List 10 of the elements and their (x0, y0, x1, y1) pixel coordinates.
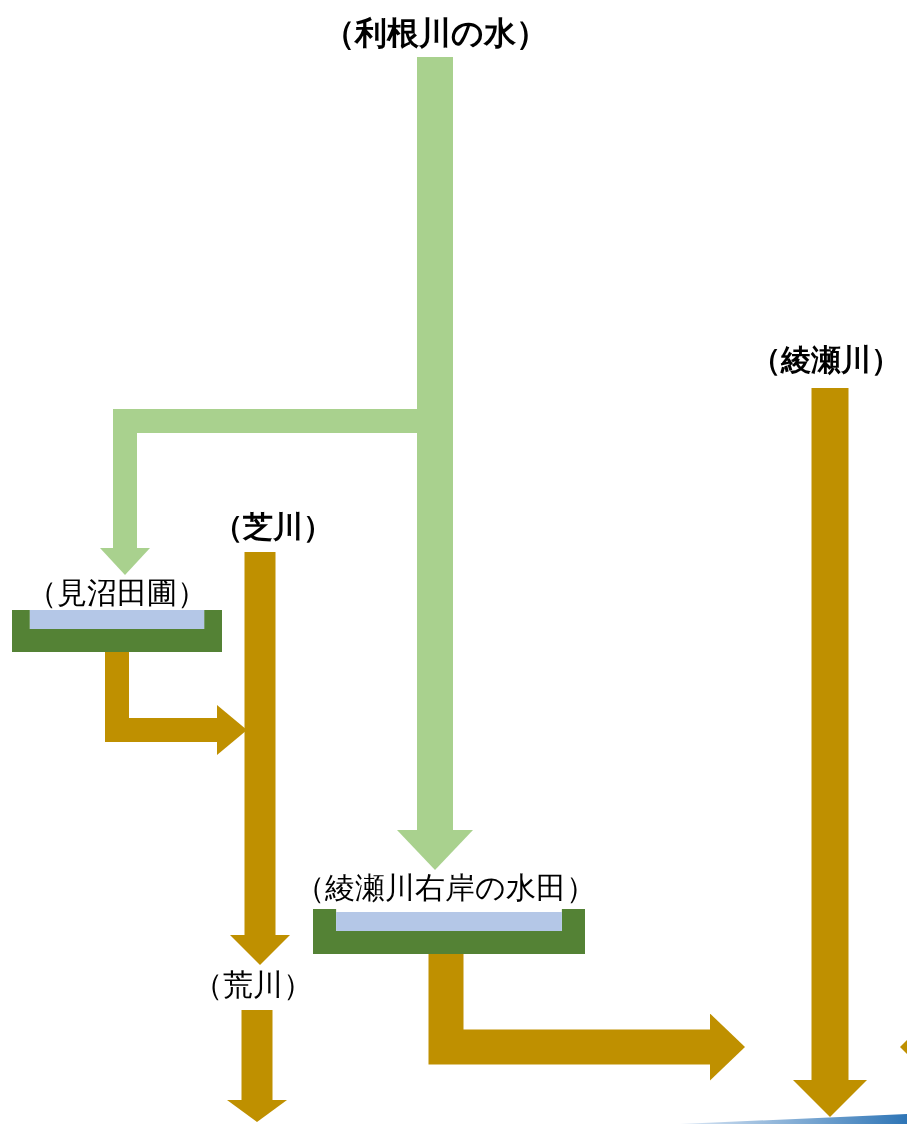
river-label: （荒川） (190, 965, 315, 1010)
flow-arrow (397, 57, 473, 870)
flow-arrow (227, 1010, 287, 1122)
river-label: （利根川の水） (300, 12, 570, 57)
paddy-label: （見沼田圃） (26, 575, 208, 610)
river-label: （綾瀬川） (745, 340, 907, 388)
flow-arrow (793, 388, 867, 1117)
river-label: （芝川） (205, 507, 340, 552)
flow-arrow (230, 552, 290, 965)
paddy-label: （綾瀬川右岸の水田） (295, 870, 595, 905)
